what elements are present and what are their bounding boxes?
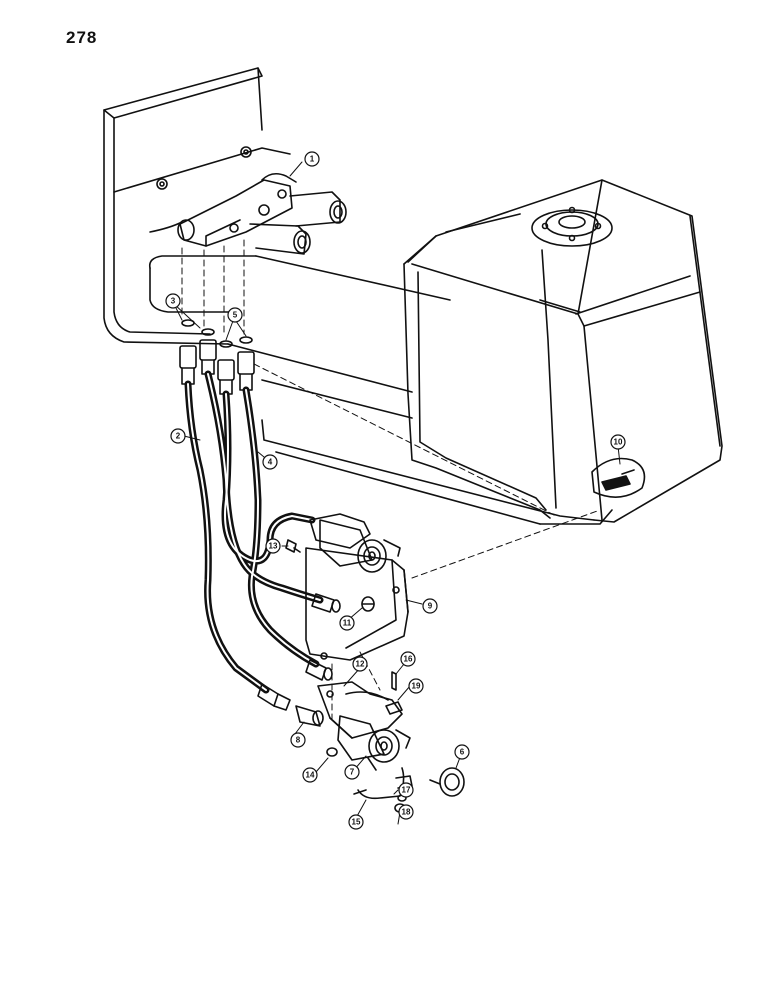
callout-markers (165, 151, 626, 830)
callout-4 (262, 454, 278, 470)
callout-16 (400, 651, 416, 667)
bolt-13 (285, 539, 301, 553)
mounting-plate (103, 67, 291, 345)
callout-13 (265, 538, 281, 554)
callout-18 (398, 804, 414, 820)
callout-leaders (173, 161, 621, 825)
callout-10 (610, 434, 626, 450)
callout-label-15: 15 (352, 818, 361, 827)
callout-label-8: 8 (296, 736, 301, 745)
callout-9 (422, 598, 438, 614)
callout-label-19: 19 (412, 682, 421, 691)
callout-label-17: 17 (402, 786, 411, 795)
callout-label-14: 14 (306, 771, 315, 780)
quick-coupler-lower (337, 715, 411, 763)
callout-label-4: 4 (268, 458, 273, 467)
support-bracket (305, 513, 409, 661)
nut-11 (361, 596, 375, 612)
callout-label-6: 6 (460, 748, 465, 757)
control-valve (177, 172, 347, 255)
quick-coupler-upper (319, 519, 401, 573)
callout-label-16: 16 (404, 655, 413, 664)
callout-label-11: 11 (343, 619, 352, 628)
callout-17 (398, 782, 414, 798)
callout-15 (348, 814, 364, 830)
callout-label-7: 7 (350, 768, 355, 777)
callout-label-1: 1 (310, 155, 315, 164)
hose-highlights (187, 373, 321, 691)
alignment-lines (181, 239, 601, 721)
dust-cap (429, 767, 465, 797)
callout-1 (304, 151, 320, 167)
callout-5 (227, 307, 243, 323)
page-number: 278 (66, 28, 98, 47)
callout-label-18: 18 (402, 808, 411, 817)
callout-7 (344, 764, 360, 780)
lower-clamp-bracket (317, 681, 403, 739)
callout-11 (339, 615, 355, 631)
callout-2 (170, 428, 186, 444)
callout-19 (408, 678, 424, 694)
callout-label-10: 10 (614, 438, 623, 447)
callout-label-2: 2 (176, 432, 181, 441)
callout-3 (165, 293, 181, 309)
callout-label-13: 13 (269, 542, 278, 551)
adapter-fitting (295, 705, 324, 727)
callout-label-3: 3 (171, 297, 176, 306)
callout-label-9: 9 (428, 602, 433, 611)
callout-labels: 1 2 3 4 5 6 7 8 9 10 11 12 13 14 15 16 1… (171, 155, 623, 827)
callout-14 (302, 767, 318, 783)
callout-label-12: 12 (356, 660, 365, 669)
callout-8 (290, 732, 306, 748)
hydraulic-tank (403, 179, 723, 523)
callout-12 (352, 656, 368, 672)
callout-6 (454, 744, 470, 760)
hose-end-fittings (257, 593, 341, 711)
callout-label-5: 5 (233, 311, 238, 320)
